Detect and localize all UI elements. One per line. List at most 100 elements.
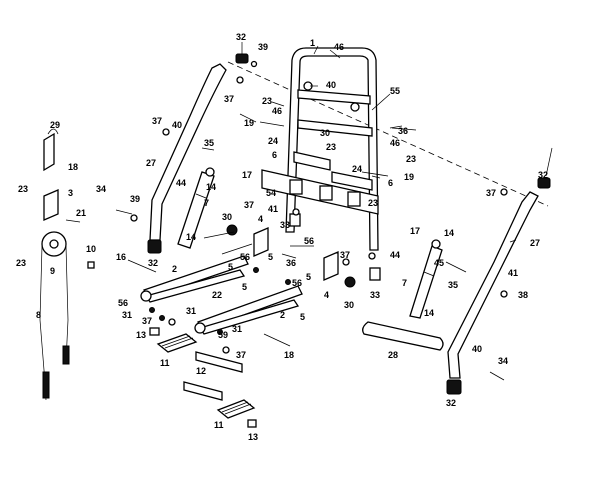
callout-40c: 41 — [508, 268, 518, 278]
callout-32c: 32 — [538, 170, 548, 180]
stop-part-10 — [87, 261, 95, 269]
left-gas-spring — [177, 167, 215, 249]
right-top-cap — [537, 177, 551, 189]
callout-7: 7 — [204, 198, 209, 208]
pivot-bracket-right — [323, 251, 339, 281]
callout-5d: 5 — [300, 312, 305, 322]
pulley-wheel — [41, 231, 67, 257]
horizontal-beam — [362, 321, 444, 351]
callout-34: 34 — [96, 184, 106, 194]
callout-36b: 36 — [286, 258, 296, 268]
callout-27b: 27 — [530, 238, 540, 248]
callout-32b: 32 — [148, 258, 158, 268]
right-side-tube — [447, 191, 539, 379]
callout-46c: 54 — [266, 188, 276, 198]
callout-9: 9 — [50, 266, 55, 276]
callout-35: 35 — [204, 138, 214, 148]
callout-37c: 37 — [244, 200, 254, 210]
callout-30b: 30 — [320, 128, 330, 138]
callout-37h: 38 — [518, 290, 528, 300]
callout-23b: 23 — [16, 258, 26, 268]
callout-23e: 23 — [406, 154, 416, 164]
right-tube-end-cap — [446, 379, 462, 395]
handlebar-frame — [285, 47, 379, 251]
pedal-cap-lower — [247, 419, 257, 428]
callout-5: 5 — [228, 262, 233, 272]
callout-39: 39 — [130, 194, 140, 204]
adjust-knob-right — [344, 276, 356, 288]
callout-13b: 13 — [248, 432, 258, 442]
callout-33: 33 — [280, 220, 290, 230]
callout-31: 31 — [122, 310, 132, 320]
callout-12: 12 — [196, 366, 206, 376]
cable-end-left — [42, 371, 50, 399]
left-side-tube — [149, 63, 227, 241]
callout-39b: 40 — [472, 344, 482, 354]
callout-5b: 5 — [242, 282, 247, 292]
callout-31c: 31 — [232, 324, 242, 334]
callout-6b: 6 — [388, 178, 393, 188]
callout-11: 11 — [160, 358, 170, 368]
callout-3: 3 — [68, 188, 73, 198]
callout-37d: 37 — [340, 250, 350, 260]
callout-1: 1 — [310, 38, 315, 48]
callout-22: 22 — [212, 290, 222, 300]
callout-44: 44 — [176, 178, 186, 188]
callout-37e: 37 — [142, 316, 152, 326]
pedal-upper — [156, 333, 198, 353]
callout-29: 29 — [50, 120, 60, 130]
pivot-bracket-left — [253, 227, 269, 257]
callout-7b: 7 — [402, 278, 407, 288]
callout-34b: 34 — [498, 356, 508, 366]
callout-19: 19 — [244, 118, 254, 128]
callout-16: 16 — [116, 252, 126, 262]
callout-17b: 17 — [410, 226, 420, 236]
callout-23d: 23 — [326, 142, 336, 152]
cross-bracket — [261, 151, 379, 215]
callout-17: 17 — [242, 170, 252, 180]
callout-32: 32 — [236, 32, 246, 42]
callout-23: 23 — [18, 184, 28, 194]
callout-56b: 56 — [118, 298, 128, 308]
callout-36: 36 — [398, 126, 408, 136]
clip-part-29 — [43, 128, 59, 172]
left-tube-end-cap — [147, 239, 162, 254]
callout-41b: 44 — [390, 250, 400, 260]
left-top-cap — [235, 53, 249, 64]
callout-37f: 37 — [236, 350, 246, 360]
callout-30: 30 — [222, 212, 232, 222]
callout-14b: 14 — [186, 232, 196, 242]
assembly-axis-line — [227, 61, 549, 207]
adjust-knob-left — [226, 224, 238, 236]
leader-lines — [203, 42, 553, 255]
pedal-shaft-lower — [183, 381, 223, 401]
pedal-shaft — [195, 351, 243, 373]
callout-13: 13 — [136, 330, 146, 340]
bracket-part-3 — [43, 189, 59, 221]
callout-2b: 2 — [280, 310, 285, 320]
callout-19b: 19 — [404, 172, 414, 182]
callout-32d: 32 — [446, 398, 456, 408]
callout-18: 18 — [68, 162, 78, 172]
callout-27: 27 — [146, 158, 156, 168]
callout-56d: 59 — [218, 330, 228, 340]
callout-37: 37 — [224, 94, 234, 104]
callout-21: 21 — [76, 208, 86, 218]
callout-38: 39 — [258, 42, 268, 52]
callout-33b: 33 — [370, 290, 380, 300]
callout-23c: 23 — [262, 96, 272, 106]
callout-40: 40 — [172, 120, 182, 130]
callout-45: 46 — [334, 42, 344, 52]
bushing-right — [369, 267, 381, 281]
callout-24b: 24 — [352, 164, 362, 174]
callout-56: 56 — [240, 252, 250, 262]
callout-5e: 5 — [268, 252, 273, 262]
callout-8: 8 — [36, 310, 41, 320]
callout-55: 56 — [304, 236, 314, 246]
callout-14c: 14 — [444, 228, 454, 238]
callout-4: 4 — [258, 214, 263, 224]
callout-18b: 18 — [284, 350, 294, 360]
callout-30c: 30 — [344, 300, 354, 310]
callout-37g: 37 — [486, 188, 496, 198]
